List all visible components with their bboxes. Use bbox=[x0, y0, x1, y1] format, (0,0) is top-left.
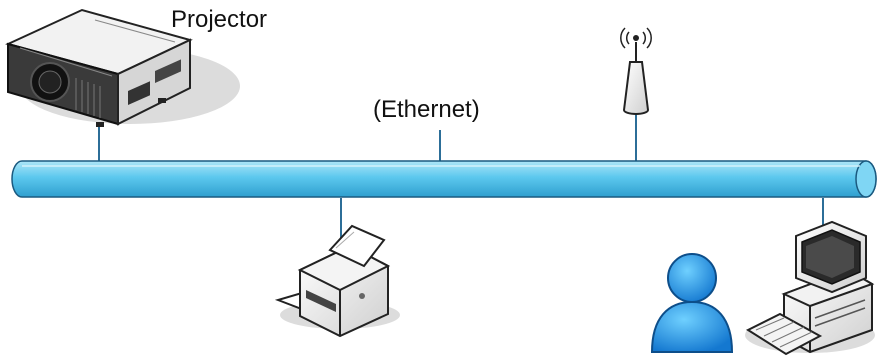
projector-label: Projector bbox=[171, 6, 268, 33]
ethernet-cable bbox=[11, 160, 877, 198]
projector-icon bbox=[5, 8, 240, 127]
printer-icon bbox=[274, 224, 400, 338]
wireless-access-point-icon bbox=[620, 27, 652, 115]
user-icon bbox=[650, 253, 734, 353]
ethernet-label: (Ethernet) bbox=[373, 96, 480, 123]
desktop-computer-icon bbox=[745, 220, 875, 356]
